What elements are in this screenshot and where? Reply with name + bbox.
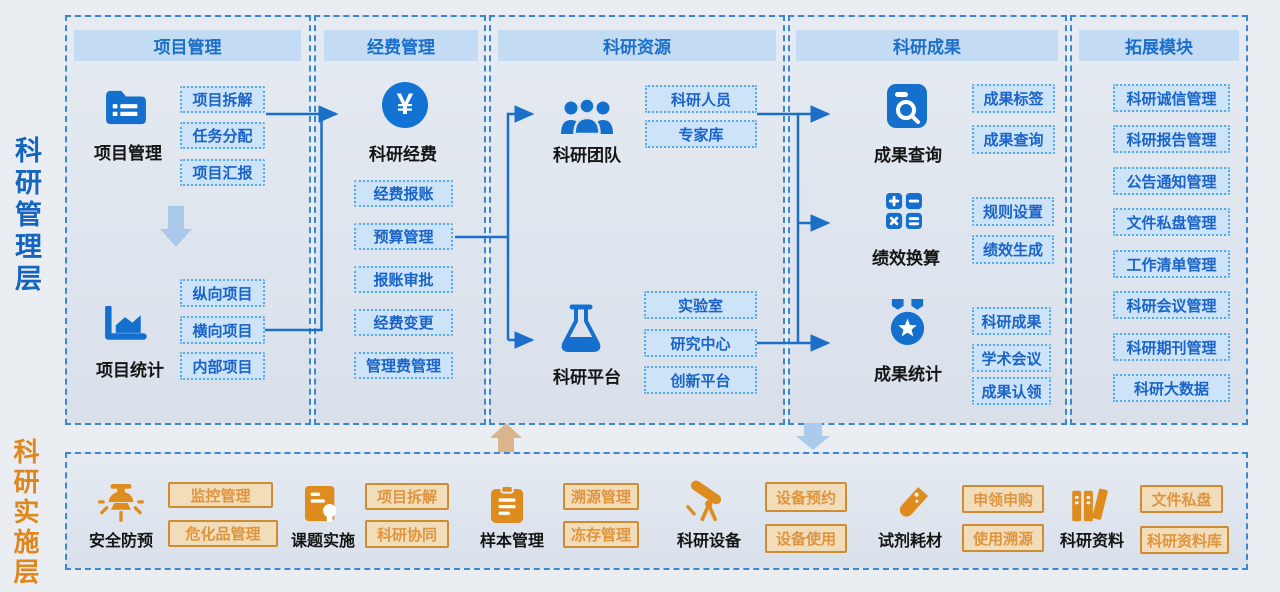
module-item: 研究中心 <box>644 329 757 357</box>
team-icon <box>560 97 614 140</box>
document-bulb-icon <box>305 486 341 529</box>
node-label: 科研团队 <box>553 146 621 165</box>
module-item: 科研期刊管理 <box>1113 333 1230 361</box>
clipboard-icon <box>491 485 525 529</box>
module-item: 规则设置 <box>972 197 1054 226</box>
module-item: 项目汇报 <box>180 159 265 186</box>
module-item: 监控管理 <box>168 482 273 508</box>
module-item: 科研诚信管理 <box>1113 84 1230 112</box>
node-label: 科研设备 <box>676 533 741 550</box>
module-item: 科研资料库 <box>1140 526 1229 554</box>
module-item: 项目拆解 <box>180 86 265 113</box>
module-item: 任务分配 <box>180 122 265 149</box>
up-arrow <box>490 423 522 452</box>
module-item: 成果标签 <box>972 84 1055 113</box>
node-label: 安全防预 <box>88 533 153 550</box>
module-item: 科研人员 <box>645 85 757 113</box>
module-item: 文件私盘 <box>1140 485 1223 513</box>
module-item: 预算管理 <box>354 223 453 250</box>
module-item: 危化品管理 <box>168 520 278 547</box>
folder-list-icon <box>104 88 148 131</box>
node-label: 项目统计 <box>96 361 164 380</box>
books-icon <box>1070 488 1114 529</box>
node-label: 成果查询 <box>874 146 942 165</box>
module-item: 管理费管理 <box>354 352 453 379</box>
down-arrow <box>796 423 830 450</box>
module-item: 报账审批 <box>354 266 453 293</box>
module-item: 学术会议 <box>972 344 1051 372</box>
module-item: 创新平台 <box>644 366 757 394</box>
column-header: 拓展模块 <box>1079 30 1239 61</box>
module-item: 设备预约 <box>765 482 847 512</box>
module-item: 科研会议管理 <box>1113 291 1230 319</box>
security-camera-icon <box>98 484 144 529</box>
calculator-icon <box>886 193 922 234</box>
medal-star-icon <box>885 299 930 353</box>
test-tube-icon <box>890 485 932 530</box>
module-item: 文件私盘管理 <box>1113 208 1230 236</box>
search-document-icon <box>886 83 928 134</box>
node-label: 课题实施 <box>290 533 355 550</box>
module-item: 成果查询 <box>972 125 1055 154</box>
module-item: 内部项目 <box>180 352 265 380</box>
module-item: 科研大数据 <box>1113 374 1230 402</box>
line-chart-icon <box>103 304 147 348</box>
module-item: 项目拆解 <box>365 483 449 510</box>
module-item: 公告通知管理 <box>1113 167 1230 195</box>
column-research-resources <box>489 15 785 425</box>
module-item: 工作清单管理 <box>1113 250 1230 278</box>
module-item: 经费报账 <box>354 180 453 207</box>
yuan-coin-icon: ¥ <box>382 82 428 128</box>
node-label: 项目管理 <box>94 144 162 163</box>
node-label: 成果统计 <box>874 365 942 384</box>
node-label: 试剂耗材 <box>877 533 942 550</box>
node-label: 科研资料 <box>1059 533 1124 550</box>
module-item: 溯源管理 <box>563 483 639 510</box>
telescope-icon <box>685 480 727 529</box>
module-item: 科研报告管理 <box>1113 125 1230 153</box>
module-item: 设备使用 <box>765 524 847 553</box>
module-item: 申领申购 <box>962 485 1044 513</box>
module-item: 科研成果 <box>972 307 1051 335</box>
node-label: 绩效换算 <box>872 249 940 268</box>
column-header: 项目管理 <box>74 30 301 61</box>
module-item: 专家库 <box>645 120 757 148</box>
module-item: 纵向项目 <box>180 279 265 307</box>
module-item: 经费变更 <box>354 309 453 336</box>
module-item: 成果认领 <box>972 377 1051 405</box>
column-header: 科研成果 <box>796 30 1058 61</box>
column-header: 科研资源 <box>498 30 776 61</box>
module-item: 实验室 <box>644 291 757 319</box>
module-item: 冻存管理 <box>563 521 639 548</box>
implementation-layer-box <box>65 452 1248 570</box>
module-item: 使用溯源 <box>962 524 1044 552</box>
module-item: 绩效生成 <box>972 235 1054 264</box>
node-label: 样本管理 <box>479 533 544 550</box>
module-item: 科研协同 <box>365 520 449 548</box>
flask-icon <box>556 302 606 363</box>
node-label: 科研经费 <box>369 145 437 164</box>
module-item: 横向项目 <box>180 316 265 344</box>
column-header: 经费管理 <box>324 30 478 61</box>
layer-label-management: 科研管理层 <box>11 136 41 296</box>
layer-label-implementation: 科研实施层 <box>10 438 40 588</box>
node-label: 科研平台 <box>553 368 621 387</box>
